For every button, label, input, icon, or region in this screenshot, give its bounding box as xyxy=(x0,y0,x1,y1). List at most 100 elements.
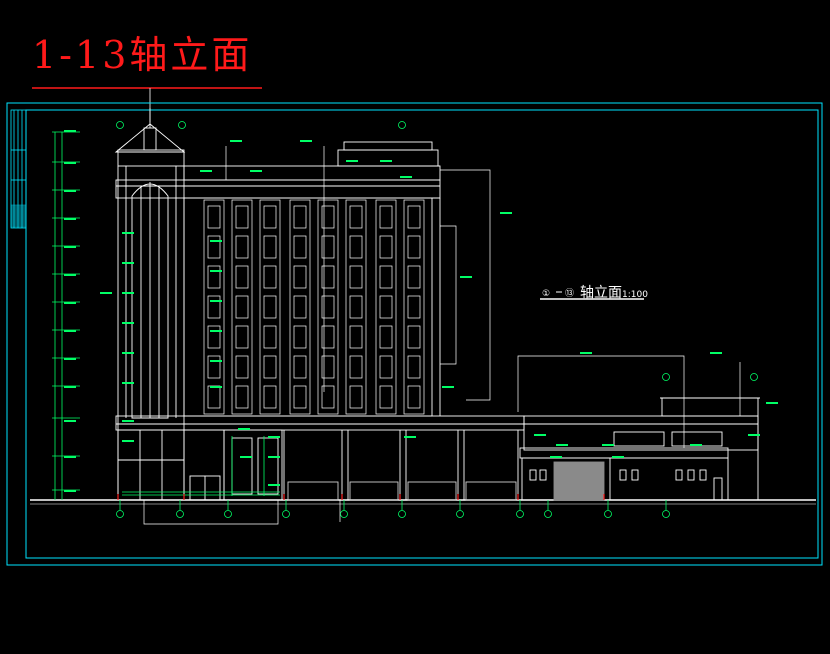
page-title: 1-13轴立面 xyxy=(32,33,253,77)
dimension-mark xyxy=(122,352,134,354)
dimension-mark xyxy=(122,420,134,422)
dimension-mark xyxy=(64,162,76,164)
dimension-mark xyxy=(64,330,76,332)
window xyxy=(349,295,363,319)
window xyxy=(349,265,363,289)
dimension-mark xyxy=(64,358,76,360)
axis-bubble-top xyxy=(178,121,186,129)
axis-bubble-top xyxy=(662,373,670,381)
window xyxy=(293,235,307,259)
dimension-mark xyxy=(122,232,134,234)
window-column xyxy=(345,199,367,415)
window xyxy=(379,265,393,289)
axis-end-label: ⑬ xyxy=(565,288,574,299)
dimension-mark xyxy=(122,292,134,294)
window xyxy=(379,385,393,409)
dimension-mark xyxy=(500,212,512,214)
sheet-outer-frame xyxy=(6,102,823,566)
window-column xyxy=(289,199,311,415)
podium-green-markers xyxy=(122,436,280,496)
window xyxy=(207,205,221,229)
dimension-mark xyxy=(268,436,280,438)
window xyxy=(293,295,307,319)
window xyxy=(235,235,249,259)
window xyxy=(207,235,221,259)
dimension-mark xyxy=(748,434,760,436)
window xyxy=(379,295,393,319)
axis-bubble xyxy=(176,510,184,518)
window xyxy=(321,385,335,409)
dimension-mark xyxy=(64,302,76,304)
red-accents xyxy=(117,494,605,500)
annex-building xyxy=(519,397,760,501)
dimension-mark xyxy=(556,444,568,446)
window xyxy=(263,385,277,409)
dimension-mark xyxy=(64,490,76,492)
height-dimension-chain xyxy=(52,131,80,500)
window xyxy=(293,265,307,289)
annotation-leaders xyxy=(143,146,741,525)
dimension-mark xyxy=(268,484,280,486)
axis-bubble xyxy=(544,510,552,518)
dimension-mark xyxy=(64,274,76,276)
dimension-mark xyxy=(690,444,702,446)
dimension-mark xyxy=(64,386,76,388)
dimension-mark xyxy=(64,190,76,192)
dimension-mark xyxy=(122,382,134,384)
window xyxy=(349,385,363,409)
window xyxy=(379,325,393,349)
window xyxy=(235,295,249,319)
dimension-mark xyxy=(580,352,592,354)
dimension-mark xyxy=(64,420,76,422)
dimension-mark xyxy=(210,386,222,388)
dimension-mark xyxy=(534,434,546,436)
window xyxy=(407,235,421,259)
window xyxy=(235,385,249,409)
dimension-mark xyxy=(210,270,222,272)
window-column xyxy=(259,199,281,415)
window xyxy=(321,325,335,349)
window xyxy=(407,355,421,379)
window xyxy=(207,325,221,349)
window xyxy=(379,235,393,259)
window xyxy=(235,355,249,379)
elevation-label: 轴立面 xyxy=(580,285,622,301)
window xyxy=(321,205,335,229)
window xyxy=(235,265,249,289)
dimension-mark xyxy=(300,140,312,142)
dimension-mark xyxy=(240,456,252,458)
axis-bubble xyxy=(662,510,670,518)
elevation-title-block: ① ⑬ 轴立面 1:100 xyxy=(540,285,648,301)
window xyxy=(207,385,221,409)
window-column xyxy=(403,199,425,415)
window xyxy=(379,205,393,229)
elevation-scale: 1:100 xyxy=(622,290,648,300)
window xyxy=(321,235,335,259)
window xyxy=(263,355,277,379)
window xyxy=(407,295,421,319)
window xyxy=(349,235,363,259)
window xyxy=(207,355,221,379)
window xyxy=(293,355,307,379)
dimension-mark xyxy=(612,456,624,458)
window xyxy=(235,205,249,229)
dimension-mark xyxy=(346,160,358,162)
window xyxy=(235,325,249,349)
window xyxy=(379,355,393,379)
window xyxy=(349,325,363,349)
axis-bubble xyxy=(516,510,524,518)
window xyxy=(263,205,277,229)
axis-bubble xyxy=(282,510,290,518)
window xyxy=(263,325,277,349)
dimension-mark xyxy=(380,160,392,162)
axis-bubble xyxy=(340,510,348,518)
window xyxy=(293,205,307,229)
window xyxy=(407,205,421,229)
dimension-mark xyxy=(200,170,212,172)
axis-start-label: ① xyxy=(542,289,550,299)
dimension-mark xyxy=(250,170,262,172)
tower-window-grid xyxy=(203,199,425,415)
axis-bubble xyxy=(224,510,232,518)
dimension-mark xyxy=(64,130,76,132)
